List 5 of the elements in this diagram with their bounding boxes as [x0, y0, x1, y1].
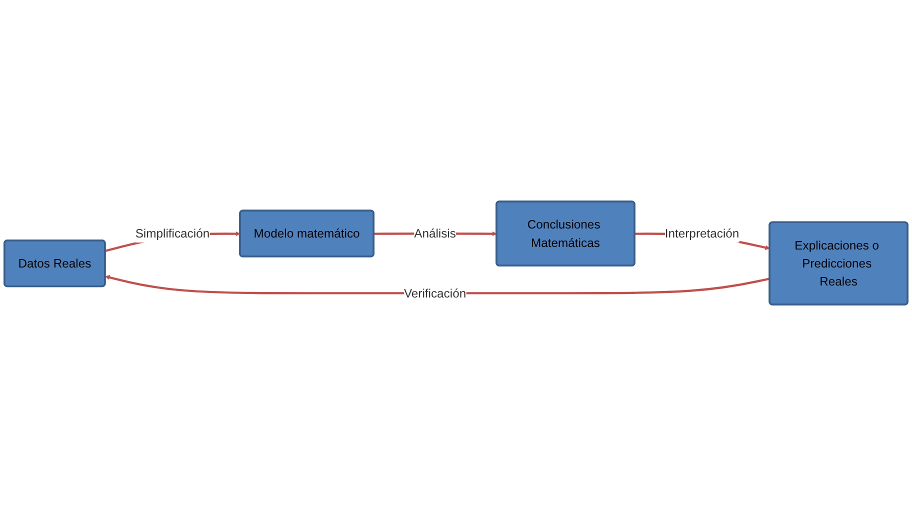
edge-label: Interpretación: [664, 226, 740, 240]
edge-label: Simplificación: [135, 226, 210, 240]
arrow: [105, 275, 770, 294]
edge-label: Análisis: [414, 226, 456, 240]
edge-label: Verificación: [404, 286, 466, 300]
